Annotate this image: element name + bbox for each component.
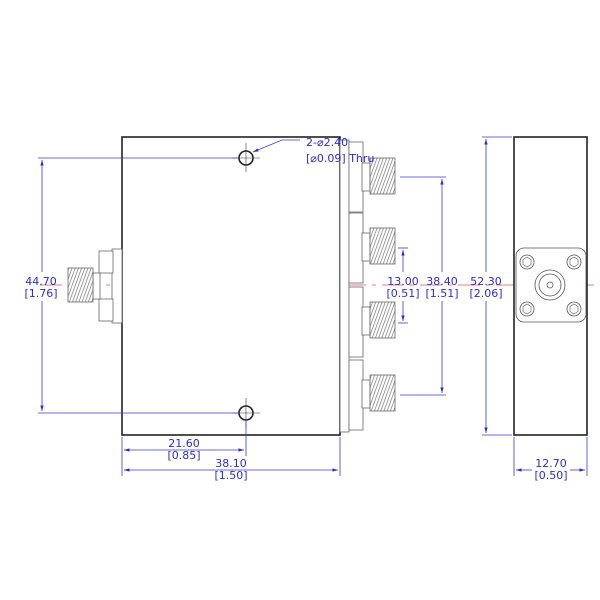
output-connectors [339, 139, 396, 433]
screw-icon [566, 301, 582, 317]
svg-text:[0.85]: [0.85] [167, 449, 200, 462]
svg-text:52.30: 52.30 [470, 275, 502, 288]
output-connector-2 [348, 212, 396, 284]
svg-text:44.70: 44.70 [25, 275, 57, 288]
svg-text:[1.76]: [1.76] [24, 287, 57, 300]
svg-text:13.00: 13.00 [387, 275, 419, 288]
svg-text:38.10: 38.10 [215, 457, 247, 470]
side-connector-flange [515, 247, 587, 323]
svg-text:21.60: 21.60 [168, 437, 200, 450]
svg-text:[0.51]: [0.51] [386, 287, 419, 300]
callout-line1: 2-⌀2.40 [306, 136, 348, 149]
dim-depth: 12.70 [0.50] [513, 437, 588, 482]
dim-height: 52.30 [2.06] [469, 136, 512, 436]
main-body-front-view [121, 136, 341, 436]
output-connector-3 [348, 286, 396, 358]
svg-text:[1.50]: [1.50] [214, 469, 247, 482]
dim-hole-x: 21.60 [0.85] [121, 420, 247, 476]
svg-text:[1.51]: [1.51] [425, 287, 458, 300]
output-connector-1 [348, 141, 396, 213]
dim-port-span: 38.40 [1.51] [400, 176, 459, 396]
screw-icon [519, 254, 535, 270]
dim-hole-height: 44.70 [1.76] [24, 157, 240, 414]
dim-width: 38.10 [1.50] [124, 437, 341, 482]
screw-icon [566, 254, 582, 270]
svg-text:12.70: 12.70 [535, 457, 567, 470]
svg-text:[0.50]: [0.50] [534, 469, 567, 482]
hole-callout: 2-⌀2.40 [⌀0.09] Thru [252, 136, 374, 165]
screw-icon [519, 301, 535, 317]
svg-text:[2.06]: [2.06] [469, 287, 502, 300]
input-connector [67, 248, 123, 324]
output-connector-4 [348, 359, 396, 431]
svg-text:38.40: 38.40 [426, 275, 458, 288]
callout-line2: [⌀0.09] Thru [306, 152, 374, 165]
dim-port-pitch: 13.00 [0.51] [386, 247, 420, 324]
